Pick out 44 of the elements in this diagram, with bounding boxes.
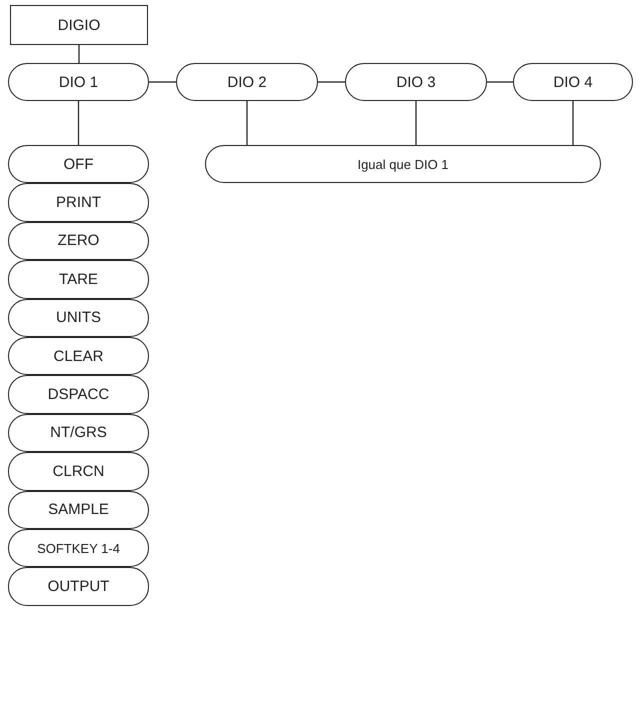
menu-pill bbox=[8, 222, 149, 260]
menu-pill bbox=[8, 260, 149, 299]
menu-pill bbox=[8, 490, 149, 529]
menu-pill bbox=[345, 63, 487, 101]
node-label: OFF bbox=[64, 156, 94, 173]
node-label: DIO 2 bbox=[227, 74, 267, 90]
node-label: CLEAR bbox=[53, 348, 104, 365]
node-label: UNITS bbox=[56, 309, 101, 326]
connector-line bbox=[487, 81, 513, 83]
menu-pill bbox=[8, 452, 149, 491]
node-label: DSPACC bbox=[48, 386, 110, 404]
node-label: SAMPLE bbox=[48, 501, 109, 518]
menu-pill bbox=[8, 183, 149, 222]
node-label: NT/GRS bbox=[50, 424, 107, 442]
menu-pill bbox=[8, 337, 149, 376]
connector-line bbox=[318, 81, 345, 83]
menu-pill bbox=[513, 63, 633, 101]
node-label: CLRCN bbox=[52, 462, 104, 480]
menu-pill bbox=[8, 414, 149, 452]
node-label: Igual que DIO 1 bbox=[357, 156, 449, 172]
node-label: PRINT bbox=[56, 194, 101, 212]
node-label: DIO 1 bbox=[58, 74, 98, 90]
node-label: DIO 4 bbox=[553, 74, 593, 90]
menu-pill bbox=[8, 567, 149, 606]
menu-pill bbox=[8, 145, 149, 184]
node-label: DIGIO bbox=[58, 16, 100, 34]
node-label: SOFTKEY 1-4 bbox=[37, 540, 120, 556]
menu-pill bbox=[8, 529, 149, 568]
node-label: TARE bbox=[59, 270, 98, 288]
menu-pill bbox=[8, 375, 149, 414]
connector-line bbox=[246, 101, 248, 145]
connector-line bbox=[149, 81, 176, 83]
node-label: DIO 3 bbox=[396, 74, 436, 90]
connector-line bbox=[78, 45, 80, 63]
menu-pill bbox=[8, 63, 149, 101]
connector-line bbox=[78, 101, 80, 145]
connector-line bbox=[415, 101, 417, 145]
menu-pill bbox=[8, 298, 149, 337]
connector-line bbox=[572, 101, 574, 145]
node-label: OUTPUT bbox=[48, 578, 110, 596]
menu-box bbox=[10, 5, 148, 45]
menu-pill bbox=[176, 63, 318, 101]
menu-pill bbox=[205, 145, 601, 183]
node-label: ZERO bbox=[58, 232, 100, 250]
